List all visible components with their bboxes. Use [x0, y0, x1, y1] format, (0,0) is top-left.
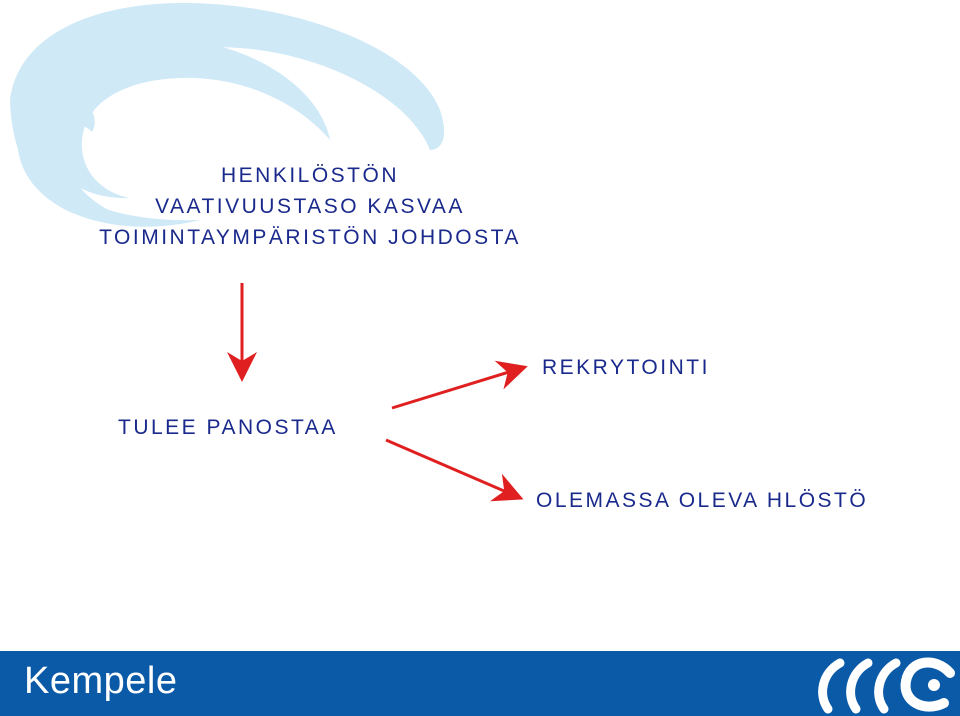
arrow-to-existing-staff: [385, 438, 524, 502]
node-focus: TULEE PANOSTAA: [118, 416, 338, 439]
slide-title: HENKILÖSTÖN VAATIVUUSTASO KASVAA TOIMINT…: [40, 160, 580, 253]
title-line-1: HENKILÖSTÖN: [220, 164, 400, 187]
flow-arrows: [227, 283, 528, 502]
footer-bar: Kempele: [0, 651, 960, 716]
footer-brand: Kempele: [24, 660, 178, 702]
title-line-3: TOIMINTAYMPÄRISTÖN JOHDOSTA: [99, 226, 521, 249]
title-line-2: VAATIVUUSTASO KASVAA: [155, 195, 465, 218]
node-recruitment: REKRYTOINTI: [542, 356, 710, 379]
node-existing-staff: OLEMASSA OLEVA HLÖSTÖ: [536, 489, 869, 512]
background-swirl-graphic: [10, 2, 445, 227]
arrow-to-recruitment: [391, 360, 528, 410]
kempele-wave-logo-icon: [818, 657, 955, 714]
